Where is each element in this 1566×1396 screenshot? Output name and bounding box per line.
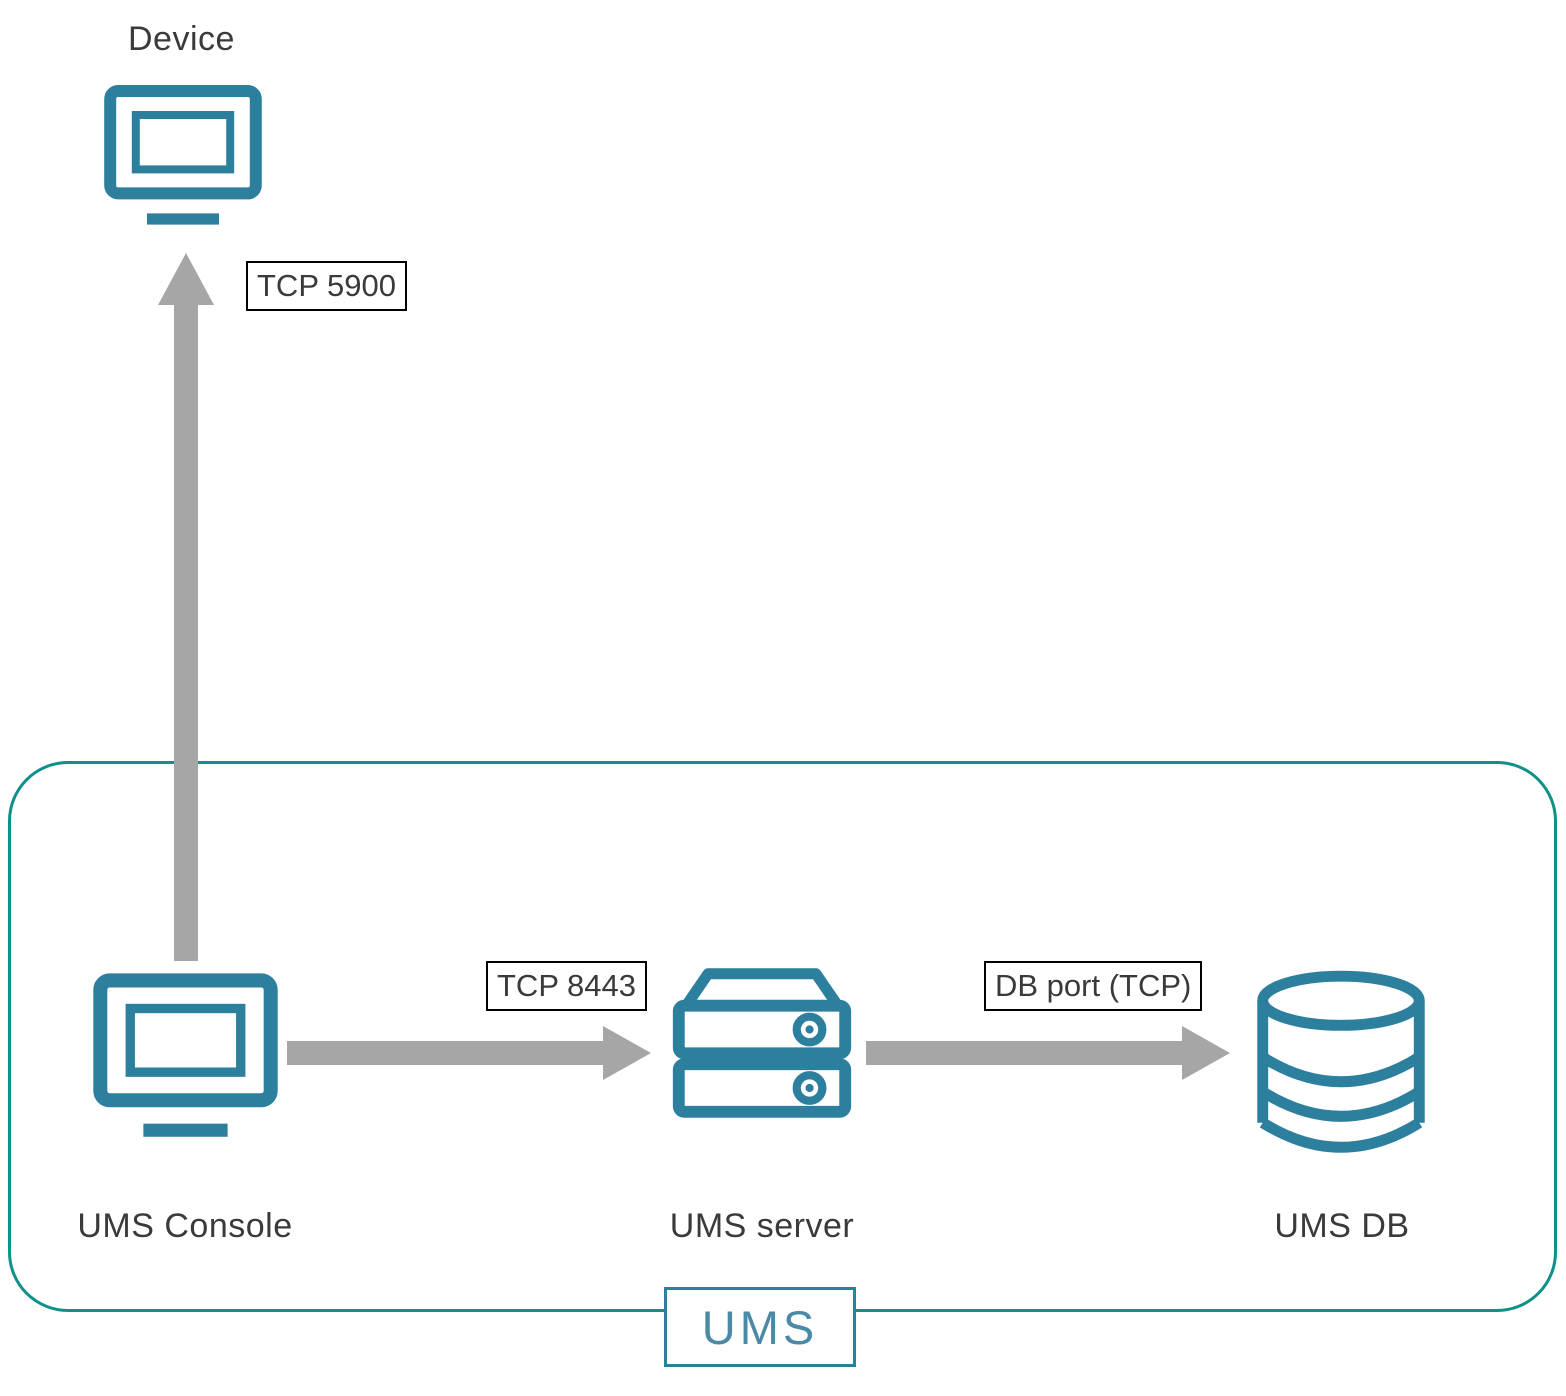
arrow-shaft	[866, 1041, 1182, 1065]
server-icon	[666, 960, 858, 1152]
arrowhead-right	[603, 1026, 651, 1080]
device-label: Device	[128, 20, 235, 58]
edge-label-db-port: DB port (TCP)	[984, 961, 1203, 1011]
edge-label-tcp-8443: TCP 8443	[486, 961, 648, 1011]
arrow-shaft	[287, 1041, 603, 1065]
ums-console-label: UMS Console	[77, 1207, 293, 1245]
edge-label-tcp-5900: TCP 5900	[246, 261, 408, 311]
ums-server-label: UMS server	[669, 1207, 855, 1245]
arrowhead-up	[158, 253, 214, 305]
arrow-shaft	[174, 303, 198, 961]
ums-boundary-badge: UMS	[664, 1287, 856, 1367]
database-icon	[1250, 966, 1432, 1162]
ums-boundary-label: UMS	[701, 1300, 819, 1354]
arrowhead-right	[1182, 1026, 1230, 1080]
arrow-console-to-server	[287, 1026, 651, 1080]
arrow-console-to-device	[158, 253, 214, 961]
monitor-icon	[88, 972, 283, 1148]
ums-db-label: UMS DB	[1274, 1207, 1410, 1245]
monitor-icon	[103, 83, 263, 235]
arrow-server-to-db	[866, 1026, 1230, 1080]
